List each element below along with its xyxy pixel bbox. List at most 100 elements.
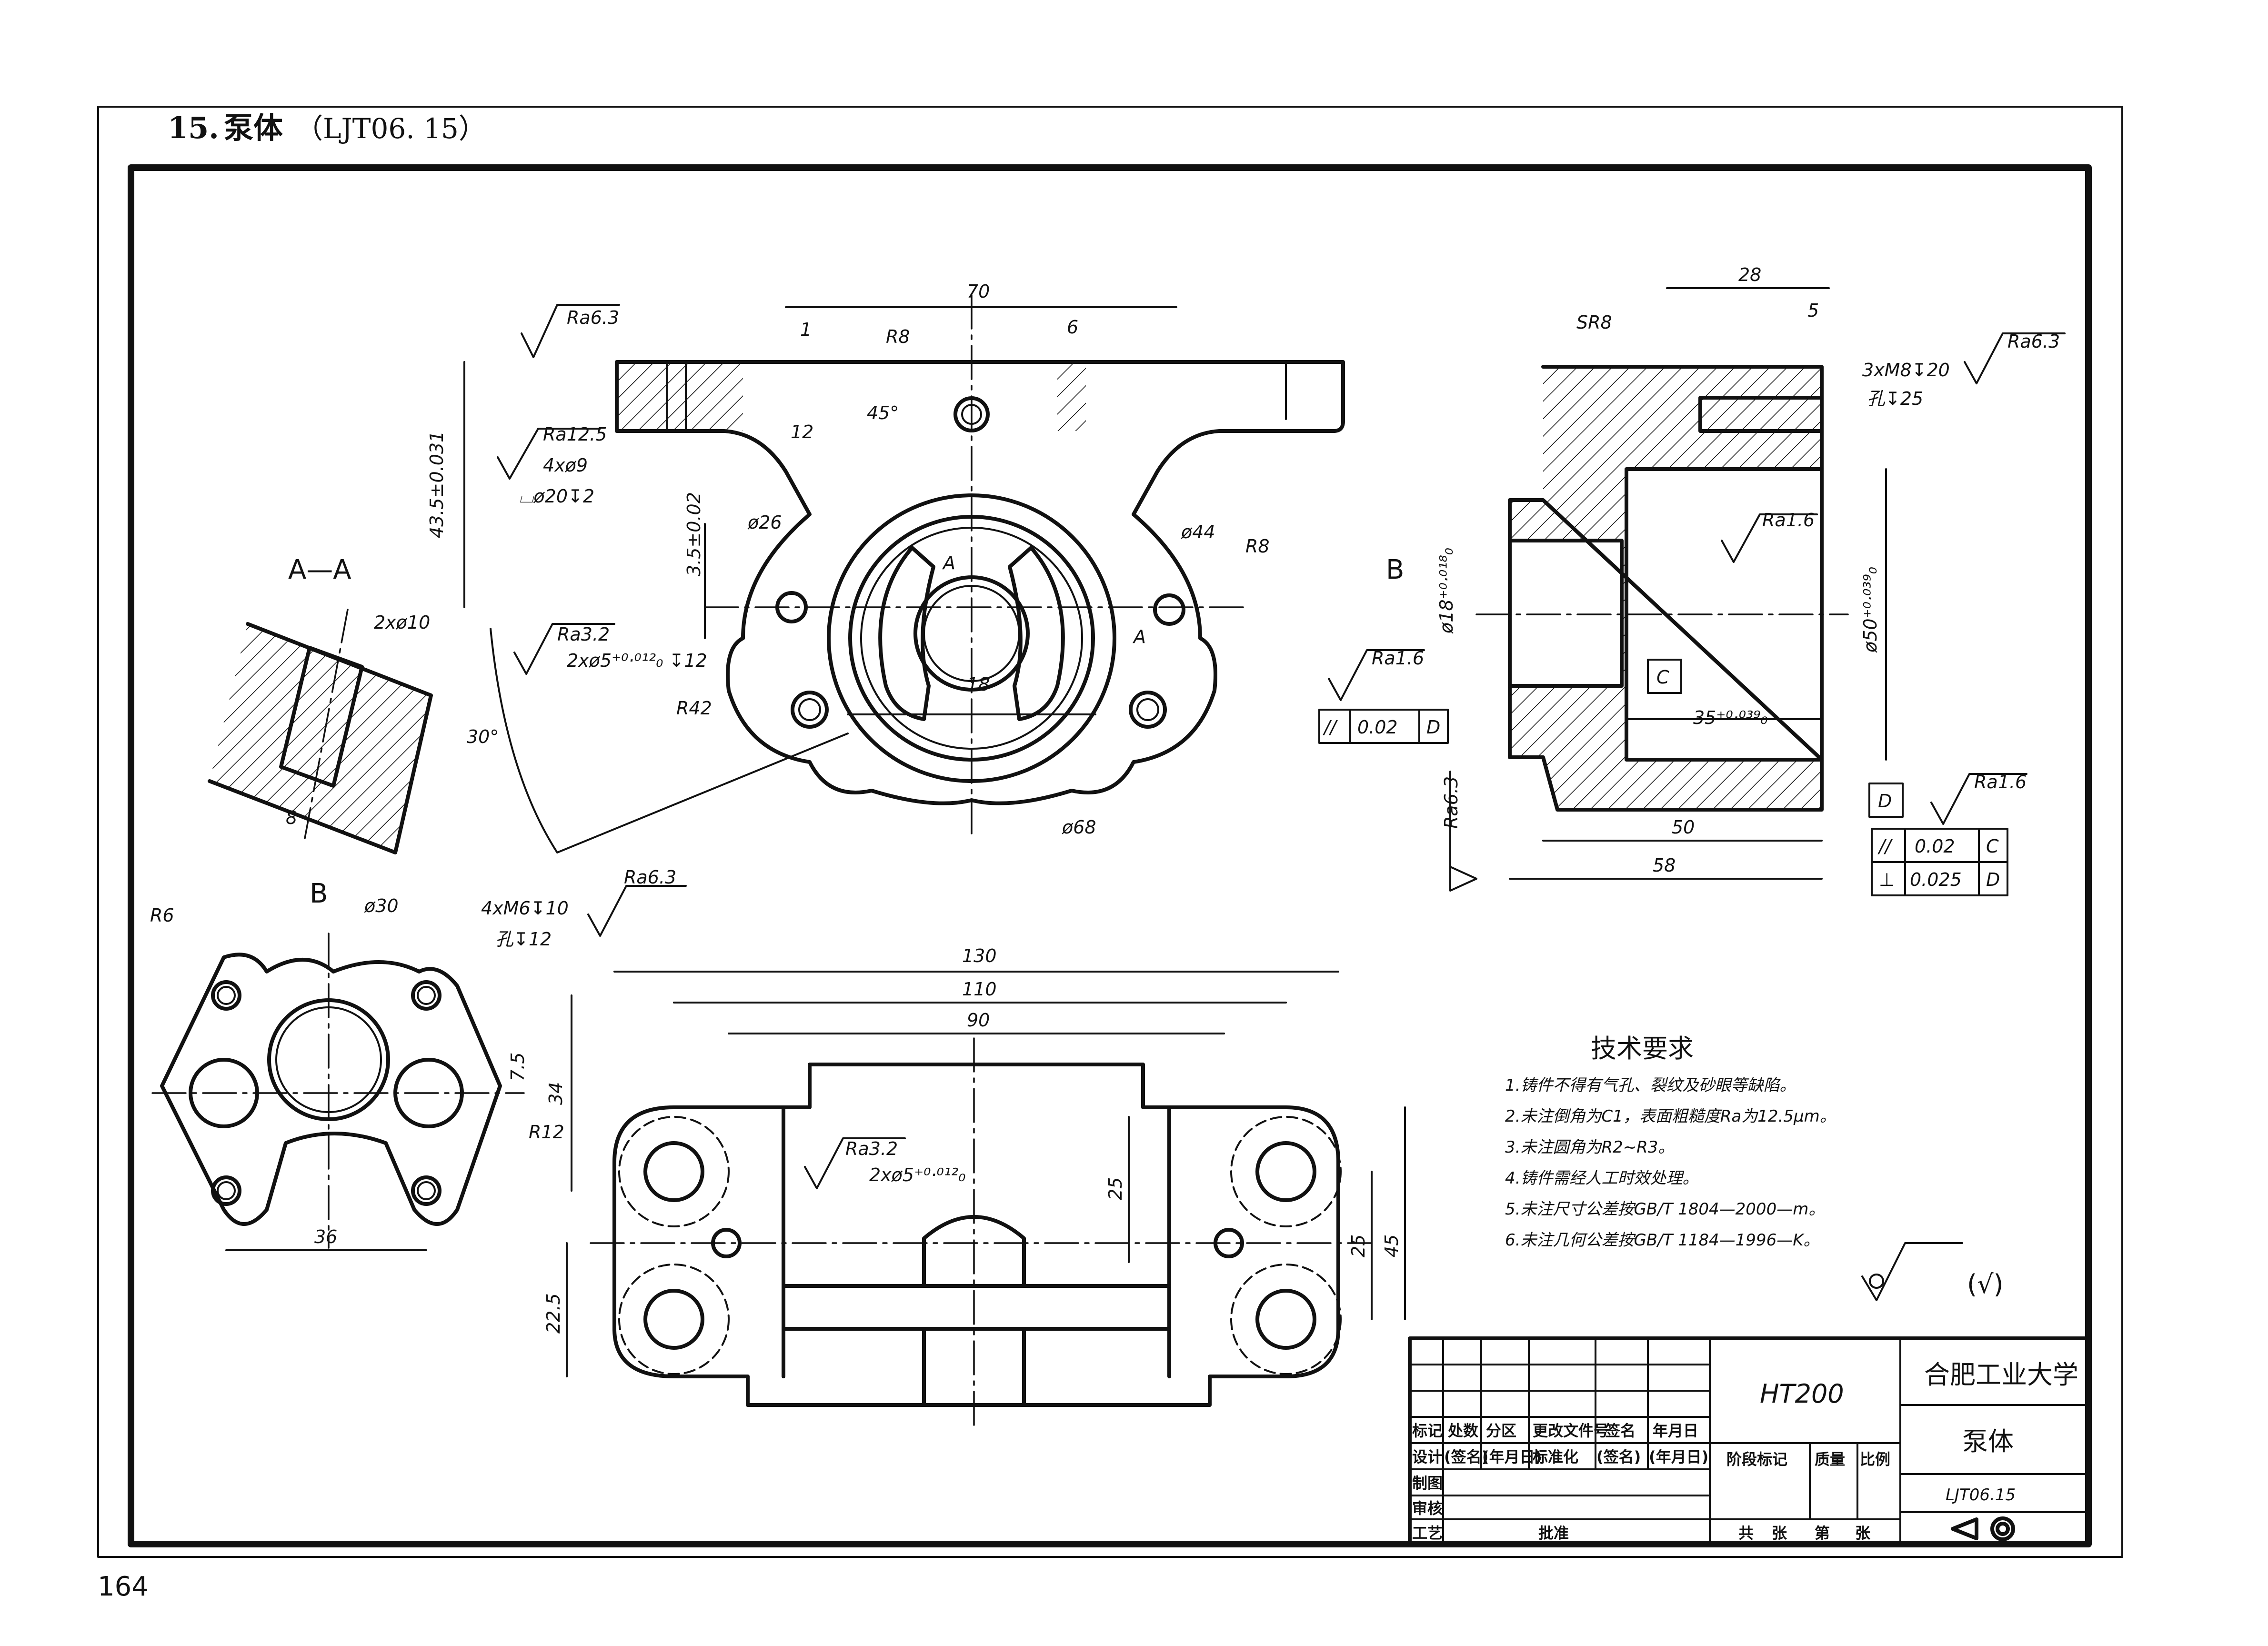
svg-text:2.未注倒角为C1，表面粗糙度Ra为12.5μm。: 2.未注倒角为C1，表面粗糙度Ra为12.5μm。 — [1505, 1107, 1836, 1126]
svg-text:D: D — [1986, 869, 2000, 890]
svg-text:孔↧25: 孔↧25 — [1867, 388, 1923, 409]
svg-text:标准化: 标准化 — [1533, 1448, 1578, 1466]
svg-text:A: A — [942, 552, 955, 573]
svg-text:比例: 比例 — [1860, 1450, 1890, 1468]
header-title: 泵体 — [224, 110, 283, 145]
svg-text:R8: R8 — [1245, 536, 1270, 557]
svg-text:2xø5⁺⁰·⁰¹²₀ ↧12: 2xø5⁺⁰·⁰¹²₀ ↧12 — [567, 650, 707, 671]
svg-text:130: 130 — [962, 945, 997, 966]
svg-text:ø26: ø26 — [747, 512, 782, 533]
svg-text:签名: 签名 — [1605, 1422, 1636, 1440]
svg-text:8: 8 — [286, 807, 297, 828]
svg-text:B: B — [1386, 554, 1404, 585]
svg-text:ø68: ø68 — [1062, 817, 1096, 838]
svg-text:ø30: ø30 — [364, 895, 399, 916]
svg-text:质量: 质量 — [1815, 1450, 1845, 1468]
side-section-view: 28 5 SR8 3xM8↧20 孔↧25 ø18⁺⁰·⁰¹⁸₀ ø50⁺⁰·⁰… — [1318, 264, 2066, 896]
svg-text:年月日: 年月日 — [1653, 1422, 1698, 1440]
svg-text://: // — [1323, 717, 1338, 738]
svg-text:D: D — [1426, 717, 1440, 738]
svg-text:Ra3.2: Ra3.2 — [557, 624, 610, 645]
svg-text:18: 18 — [967, 674, 990, 695]
svg-text:ø44: ø44 — [1181, 522, 1215, 542]
svg-text:孔↧12: 孔↧12 — [495, 929, 552, 950]
svg-text:Ra6.3: Ra6.3 — [624, 867, 676, 888]
svg-text:第: 第 — [1815, 1524, 1830, 1542]
view-b: B 36 R6 ø30 4xM6↧10 孔↧12 34 7.5 R12 Ra6.… — [150, 867, 687, 1251]
svg-text:(√): (√) — [1967, 1269, 2004, 1299]
svg-text:R42: R42 — [676, 698, 712, 719]
svg-text:(年月日): (年月日) — [1649, 1448, 1708, 1466]
svg-text:0.025: 0.025 — [1910, 869, 1962, 890]
drawing-border — [128, 164, 2092, 1547]
svg-text:1.铸件不得有气孔、裂纹及砂眼等缺陷。: 1.铸件不得有气孔、裂纹及砂眼等缺陷。 — [1505, 1076, 1796, 1095]
svg-text:25: 25 — [1105, 1177, 1126, 1200]
svg-text:110: 110 — [962, 979, 997, 1000]
svg-text:4.铸件需经人工时效处理。: 4.铸件需经人工时效处理。 — [1505, 1169, 1698, 1188]
svg-text:设计: 设计 — [1412, 1448, 1443, 1466]
svg-text:45: 45 — [1381, 1234, 1402, 1257]
svg-text:阶段标记: 阶段标记 — [1726, 1450, 1787, 1468]
svg-text:Ra6.3: Ra6.3 — [2007, 331, 2060, 352]
svg-text:A—A: A—A — [288, 554, 351, 585]
svg-text:ø18⁺⁰·⁰¹⁸₀: ø18⁺⁰·⁰¹⁸₀ — [1436, 548, 1457, 634]
svg-text:张: 张 — [1855, 1524, 1870, 1542]
page-number: 164 — [98, 1571, 149, 1602]
svg-text:SR8: SR8 — [1576, 312, 1612, 333]
svg-text:更改文件号: 更改文件号 — [1533, 1422, 1609, 1440]
svg-text:(年月日): (年月日) — [1482, 1448, 1542, 1466]
svg-text:⌴ø20↧2: ⌴ø20↧2 — [519, 486, 594, 507]
svg-text:3.5±0.02: 3.5±0.02 — [683, 492, 704, 576]
projection-symbol — [1951, 1516, 2015, 1541]
svg-text:泵体: 泵体 — [1962, 1426, 2014, 1456]
svg-text:3xM8↧20: 3xM8↧20 — [1862, 360, 1950, 381]
svg-text:30°: 30° — [467, 726, 499, 747]
header-code: （LJT06. 15） — [295, 112, 486, 145]
svg-text:制图: 制图 — [1412, 1474, 1443, 1492]
svg-text:工艺: 工艺 — [1412, 1524, 1443, 1542]
svg-text:1: 1 — [800, 319, 812, 340]
svg-text:C: C — [1986, 836, 1999, 857]
svg-text:28: 28 — [1738, 264, 1761, 285]
svg-text:35⁺⁰·⁰³⁹₀: 35⁺⁰·⁰³⁹₀ — [1693, 707, 1768, 728]
svg-text:(签名): (签名) — [1444, 1448, 1488, 1466]
svg-text:B: B — [310, 878, 328, 909]
section-aa-view: A—A 2xø10 8 — [208, 554, 433, 854]
svg-text:合肥工业大学: 合肥工业大学 — [1924, 1360, 2078, 1390]
svg-text:C: C — [1656, 667, 1669, 688]
svg-text:批准: 批准 — [1538, 1524, 1569, 1542]
svg-text:(签名): (签名) — [1596, 1448, 1641, 1466]
top-view: 130 110 90 25 25 45 22.5 Ra3.2 2xø5⁺⁰·⁰¹… — [543, 945, 1406, 1430]
svg-text:⊥: ⊥ — [1879, 869, 1895, 890]
svg-text:ø50⁺⁰·⁰³⁹₀: ø50⁺⁰·⁰³⁹₀ — [1860, 567, 1881, 653]
svg-text:2xø10: 2xø10 — [374, 612, 430, 633]
tech-requirements: 技术要求 1.铸件不得有气孔、裂纹及砂眼等缺陷。 2.未注倒角为C1，表面粗糙度… — [1505, 1034, 2004, 1301]
svg-text:R8: R8 — [886, 326, 910, 347]
svg-text:R12: R12 — [529, 1122, 564, 1143]
svg-text:12: 12 — [791, 422, 813, 442]
svg-text:43.5±0.031: 43.5±0.031 — [426, 431, 447, 538]
svg-text:D: D — [1878, 791, 1892, 812]
svg-text:0.02: 0.02 — [1915, 836, 1955, 857]
svg-text:50: 50 — [1672, 817, 1695, 838]
svg-text:共: 共 — [1738, 1524, 1754, 1542]
svg-text:分区: 分区 — [1486, 1422, 1516, 1440]
front-view: 70 6 1 R8 12 45° 43.5±0.031 3.5±0.02 ø26… — [426, 281, 1345, 853]
svg-text:Ra1.6: Ra1.6 — [1974, 772, 2027, 793]
svg-text:3.未注圆角为R2~R3。: 3.未注圆角为R2~R3。 — [1505, 1138, 1674, 1157]
svg-text:4xM6↧10: 4xM6↧10 — [481, 898, 569, 919]
svg-text:Ra6.3: Ra6.3 — [567, 307, 619, 328]
svg-text:Ra3.2: Ra3.2 — [845, 1138, 898, 1159]
svg-text:45°: 45° — [867, 402, 899, 423]
title-block: 标记 处数 分区 更改文件号 签名 年月日 设计 (签名) (年月日) 标准化 … — [1408, 1336, 2090, 1546]
svg-text:6: 6 — [1067, 317, 1078, 338]
page-frame — [97, 106, 2123, 1558]
svg-text:HT200: HT200 — [1760, 1379, 1844, 1409]
svg-text:90: 90 — [967, 1010, 990, 1031]
svg-text:技术要求: 技术要求 — [1591, 1034, 1694, 1064]
svg-text:0.02: 0.02 — [1357, 717, 1398, 738]
svg-text:5.未注尺寸公差按GB/T 1804—2000—m。: 5.未注尺寸公差按GB/T 1804—2000—m。 — [1505, 1200, 1825, 1219]
svg-text:22.5: 22.5 — [543, 1293, 564, 1334]
svg-text:36: 36 — [314, 1226, 337, 1247]
